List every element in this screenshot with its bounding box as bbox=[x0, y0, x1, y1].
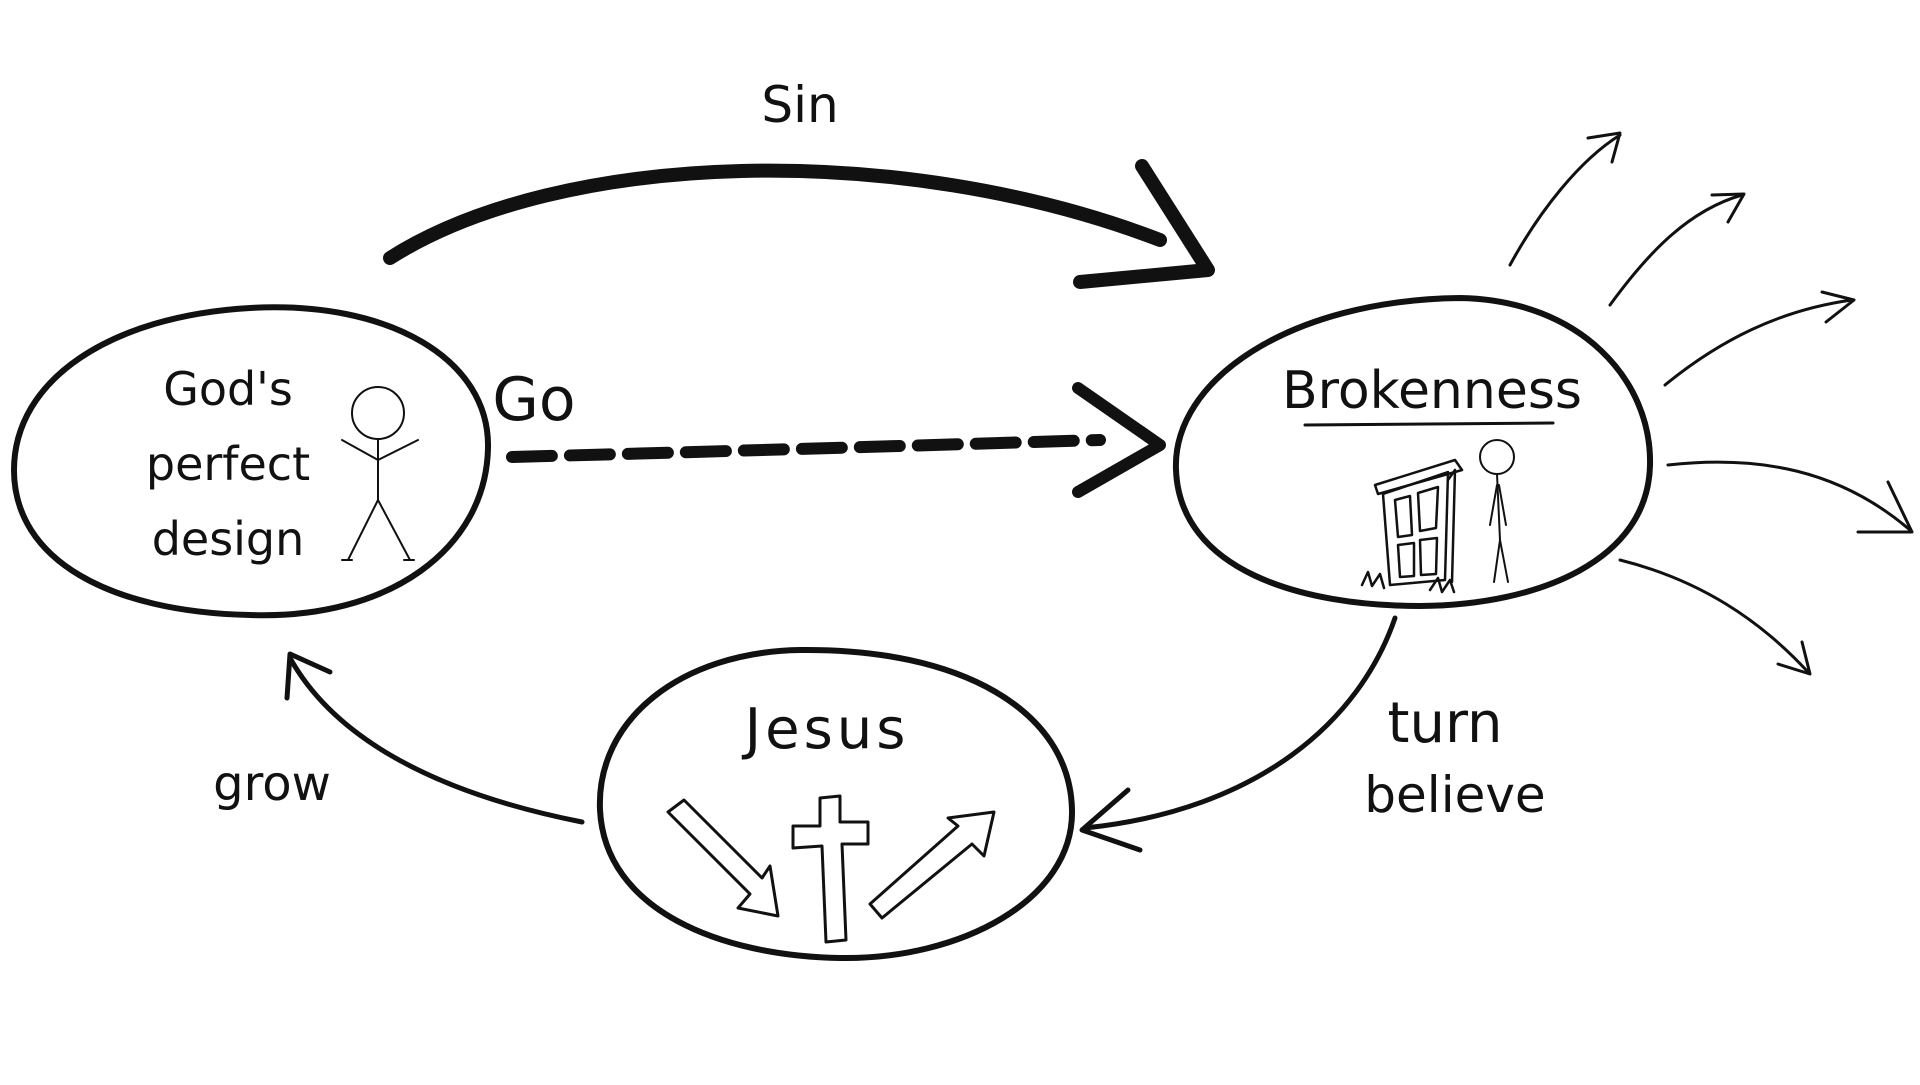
believe-label: believe bbox=[1364, 766, 1545, 824]
node-gods-design-line-2: perfect bbox=[146, 437, 310, 491]
node-jesus-label: Jesus bbox=[742, 697, 910, 762]
go-dashed-line bbox=[506, 434, 1106, 463]
grow-label: grow bbox=[213, 756, 331, 812]
radiating-arrow-icon bbox=[1508, 131, 1622, 267]
radiating-arrow-icon bbox=[1663, 290, 1856, 387]
radiating-arrow-icon bbox=[1608, 192, 1746, 307]
node-gods-design-ellipse bbox=[11, 304, 492, 619]
node-jesus-ellipse bbox=[596, 646, 1076, 962]
grow-arrowhead bbox=[284, 651, 333, 701]
cross-icon bbox=[791, 794, 870, 944]
sad-stick-figure-icon bbox=[1479, 439, 1515, 583]
edge-go: Go bbox=[492, 365, 1166, 498]
node-brokenness: Brokenness bbox=[1172, 295, 1654, 609]
edge-sin: Sin bbox=[383, 76, 1215, 289]
turn-label: turn bbox=[1388, 691, 1503, 756]
node-gods-design-line-1: God's bbox=[163, 362, 293, 416]
turn-believe-arrowhead bbox=[1079, 787, 1143, 853]
up-arrow-icon bbox=[868, 810, 996, 920]
radiating-arrow-icon bbox=[1618, 558, 1812, 676]
radiating-arrows bbox=[1508, 131, 1914, 676]
sin-arrow-line bbox=[383, 163, 1167, 265]
stick-figure-icon bbox=[341, 386, 419, 561]
go-arrowhead bbox=[1072, 382, 1166, 498]
brokenness-underline bbox=[1303, 421, 1555, 427]
broken-door-icon bbox=[1360, 458, 1464, 594]
node-brokenness-ellipse bbox=[1172, 295, 1654, 609]
radiating-arrow-icon bbox=[1666, 460, 1914, 534]
down-arrow-icon bbox=[666, 798, 780, 918]
sin-label: Sin bbox=[761, 76, 838, 134]
sin-arrowhead bbox=[1073, 159, 1215, 289]
grow-arrow-line bbox=[287, 655, 585, 825]
go-label: Go bbox=[492, 365, 575, 435]
node-jesus: Jesus bbox=[596, 646, 1076, 962]
turn-believe-arrow-line bbox=[1082, 615, 1398, 831]
node-gods-design-line-3: design bbox=[152, 512, 305, 566]
edge-turn-believe: turn believe bbox=[1079, 615, 1546, 853]
edge-grow: grow bbox=[213, 651, 585, 825]
node-brokenness-label: Brokenness bbox=[1282, 361, 1582, 421]
node-gods-design: God's perfect design bbox=[11, 304, 492, 619]
